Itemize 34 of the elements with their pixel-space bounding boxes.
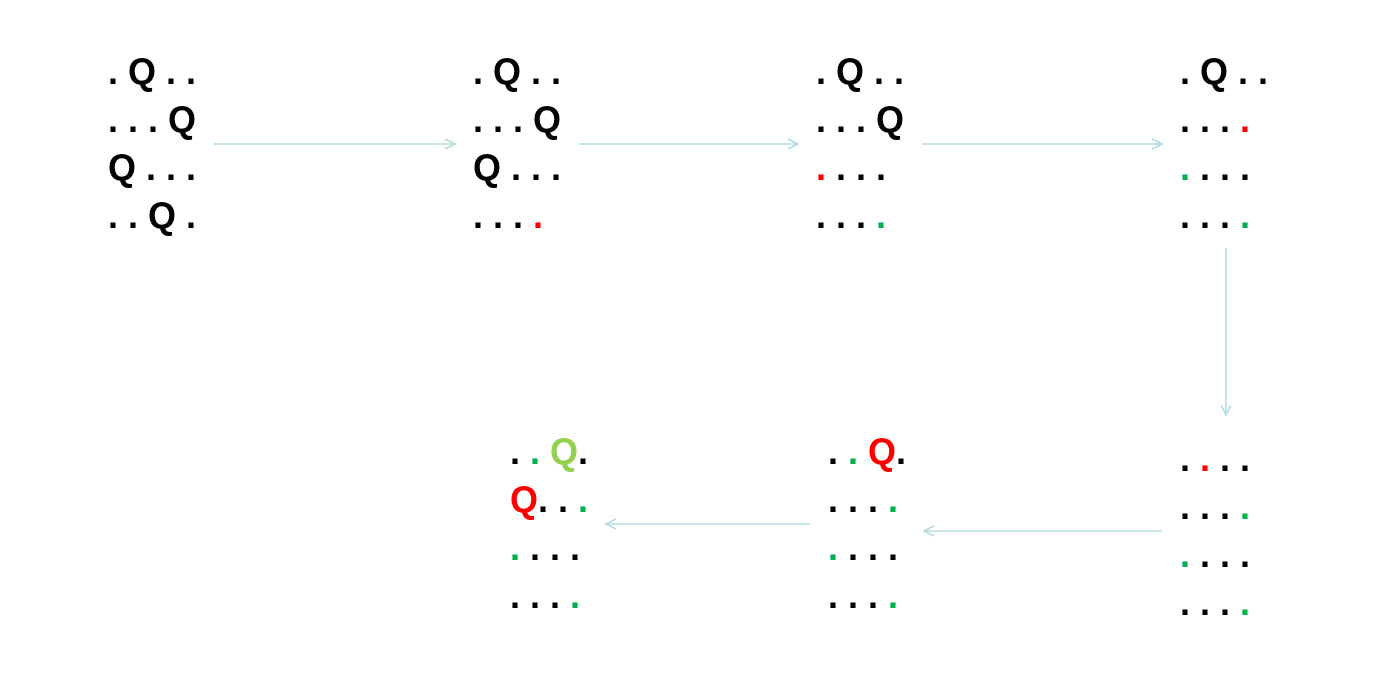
board-row-text: . Q . . xyxy=(473,50,562,94)
board-row-text: . . . . xyxy=(1180,437,1251,481)
board-row-text: . Q . . xyxy=(108,50,197,94)
board-row-text: . Q . . xyxy=(816,50,905,94)
board-row-text: . . . . xyxy=(510,574,582,618)
board-row-text: . . . . xyxy=(1180,146,1252,190)
arrow xyxy=(923,525,1163,537)
board-row-text: Q . . . xyxy=(473,146,562,190)
board-row-text: . . . . xyxy=(1180,581,1251,625)
board-row-text: . . . . xyxy=(816,146,888,190)
board-row-text: . . . Q xyxy=(108,98,197,142)
arrow xyxy=(213,138,456,150)
board-row-text: . . . . xyxy=(828,526,900,570)
board-row-text: . . Q. xyxy=(510,430,589,474)
board-row-text: . Q . . xyxy=(1180,50,1269,94)
board-row-text: . . . . xyxy=(828,574,900,618)
board-row-text: . . Q. xyxy=(828,430,907,474)
arrow xyxy=(605,518,811,530)
board-row-text: . . . . xyxy=(473,194,545,238)
board-row-text: Q . . . xyxy=(108,146,197,190)
board-row-text: . . . Q xyxy=(473,98,562,142)
arrow xyxy=(1220,247,1232,416)
board-row-text: . . . . xyxy=(828,478,900,522)
board-row-text: . . Q . xyxy=(108,194,197,238)
board-row-text: Q. . . xyxy=(510,478,589,522)
board-row-text: . . . . xyxy=(1180,485,1251,529)
board-row-text: . . . . xyxy=(510,526,582,570)
board-row-text: . . . . xyxy=(816,194,888,238)
board-row-text: . . . . xyxy=(1180,533,1251,577)
arrow xyxy=(578,138,799,150)
board-row-text: . . . . xyxy=(1180,98,1252,142)
board-row-text: . . . Q xyxy=(816,98,905,142)
arrow xyxy=(921,138,1163,150)
board-row-text: . . . . xyxy=(1180,194,1252,238)
